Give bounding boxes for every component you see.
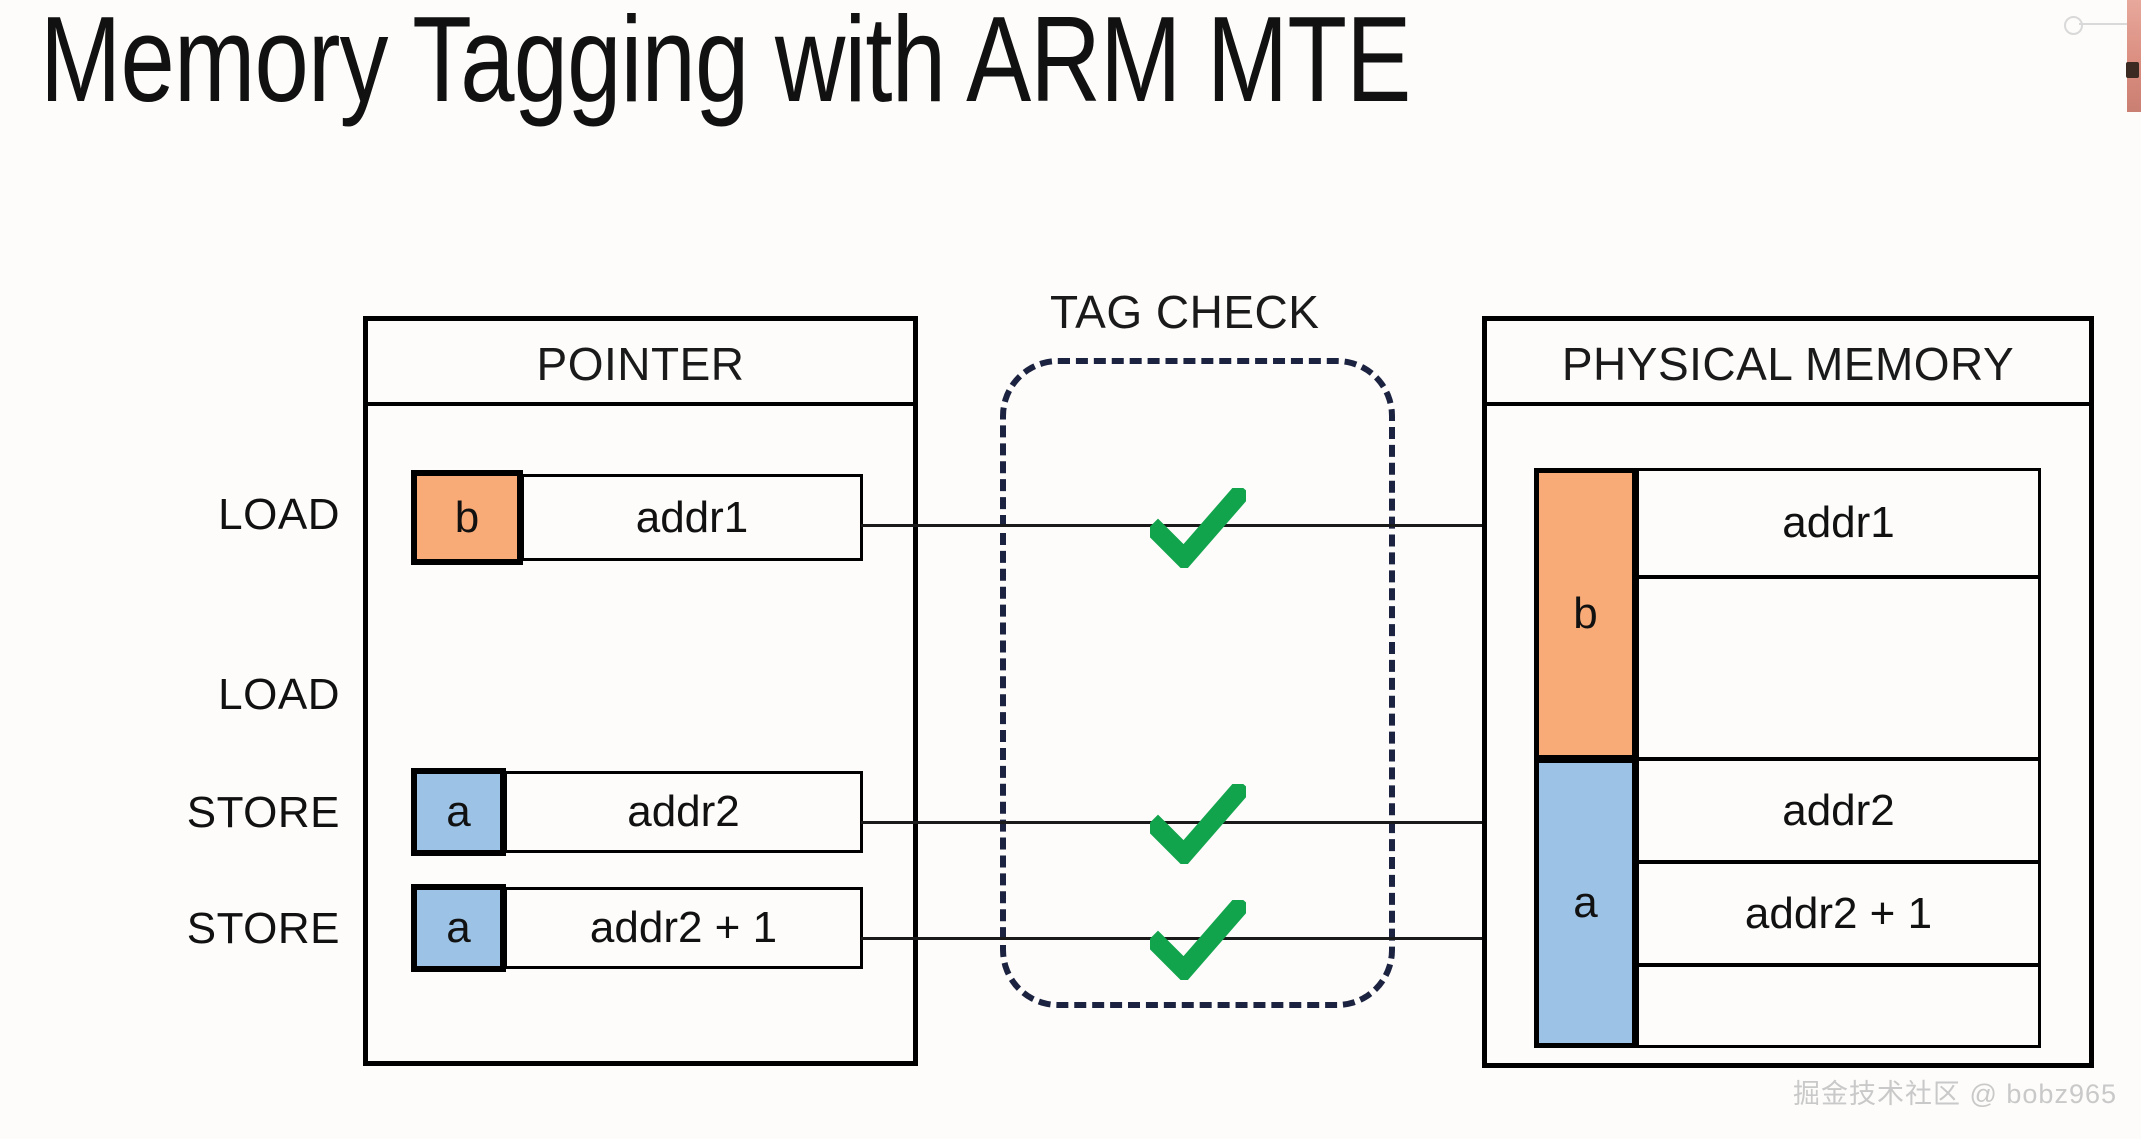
pointer-address-addr1: addr1: [521, 474, 863, 561]
memory-tag-block-b: b: [1534, 468, 1637, 760]
arrow-line-1: [861, 524, 1525, 527]
memory-cell-addr2: addr2: [1636, 758, 2041, 863]
memory-cell-empty-1: [1636, 576, 2041, 760]
pointer-tag-b: b: [411, 470, 523, 565]
check-icon-1: [1144, 482, 1252, 572]
page-title: Memory Tagging with ARM MTE: [40, 0, 1411, 127]
operation-label-load-2: LOAD: [218, 670, 340, 719]
memory-cell-empty-2: [1636, 964, 2041, 1048]
check-icon-2: [1144, 778, 1252, 868]
operation-label-store-1: STORE: [186, 788, 340, 837]
corner-decoration: [2049, 0, 2141, 112]
arrow-line-3: [861, 937, 1525, 940]
operation-label-store-2: STORE: [186, 904, 340, 953]
operation-label-load-1: LOAD: [218, 490, 340, 539]
pointer-row-2[interactable]: a addr2: [411, 768, 863, 856]
pointer-row-1[interactable]: b addr1: [411, 470, 863, 565]
pointer-title-divider: [368, 402, 913, 406]
pointer-tag-a-1: a: [411, 768, 506, 856]
pointer-tag-a-2: a: [411, 884, 506, 972]
corner-strip: [2127, 0, 2141, 112]
corner-badge-icon: [2126, 62, 2139, 78]
memory-title-divider: [1487, 402, 2089, 406]
tag-check-label: TAG CHECK: [1050, 286, 1320, 338]
pointer-address-addr2: addr2: [504, 771, 863, 853]
memory-cell-addr2-plus-1: addr2 + 1: [1636, 861, 2041, 966]
memory-cell-addr1: addr1: [1636, 468, 2041, 578]
check-icon-3: [1144, 894, 1252, 984]
memory-panel-title: PHYSICAL MEMORY: [1561, 338, 2015, 390]
pointer-address-addr2-plus-1: addr2 + 1: [504, 887, 863, 969]
watermark: 掘金技术社区 @ bobz965: [1792, 1079, 2117, 1109]
arrow-line-2: [861, 821, 1525, 824]
memory-tag-block-a: a: [1534, 758, 1637, 1048]
pointer-row-3[interactable]: a addr2 + 1: [411, 884, 863, 972]
pin-line-icon: [2079, 23, 2127, 25]
pin-ring-icon: [2064, 16, 2083, 35]
pointer-panel-title: POINTER: [536, 338, 745, 390]
tag-check-region: [1000, 358, 1395, 1008]
